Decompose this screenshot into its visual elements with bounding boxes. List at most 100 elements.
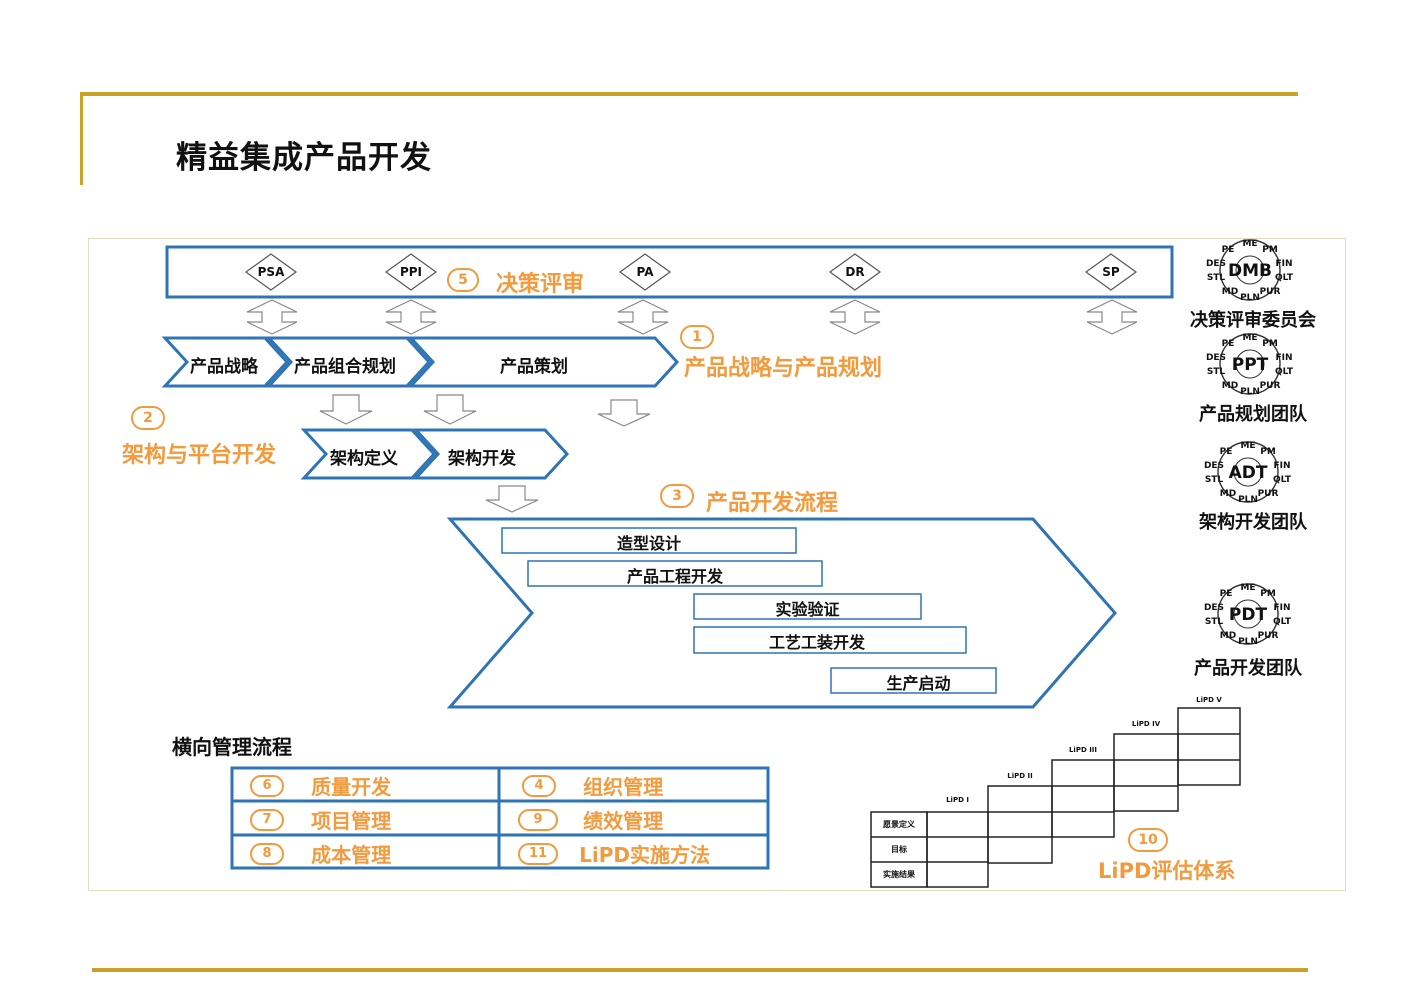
svg-text:FIN: FIN — [1273, 461, 1290, 471]
chevron-label-product-strategy: 产品战略 — [190, 357, 258, 377]
lipd-badge: 10 — [1128, 828, 1168, 852]
svg-text:DES: DES — [1204, 603, 1224, 613]
item-number: 7 — [250, 808, 284, 831]
svg-text:PUR: PUR — [1260, 381, 1281, 391]
svg-text:STL: STL — [1207, 273, 1226, 283]
team-label-pdt: 产品开发团队 — [1194, 658, 1302, 679]
svg-text:STL: STL — [1205, 617, 1224, 627]
svg-text:PUR: PUR — [1260, 287, 1281, 297]
gate-label-sp: SP — [1102, 265, 1120, 279]
lipd-staircase — [870, 707, 1241, 888]
development-badge: 3 — [660, 484, 694, 508]
item-label: 成本管理 — [311, 843, 392, 867]
svg-text:MD: MD — [1220, 631, 1236, 641]
svg-text:PE: PE — [1222, 339, 1235, 349]
task-boxes — [501, 527, 997, 694]
svg-text:ME: ME — [1240, 583, 1255, 593]
task-styling-design: 造型设计 — [616, 534, 681, 553]
item-number: 6 — [250, 774, 284, 797]
diagram-border — [88, 238, 1346, 891]
svg-text:PM: PM — [1262, 339, 1278, 349]
svg-text:QLT: QLT — [1273, 475, 1292, 485]
gate-label-dr: DR — [845, 265, 865, 279]
table-cell-quality: 6 质量开发 — [250, 771, 391, 800]
table-cell-performance: 9 绩效管理 — [518, 805, 663, 834]
svg-text:PLN: PLN — [1238, 637, 1258, 646]
team-abbr-dmb: DMB — [1228, 261, 1272, 281]
horizontal-title: 横向管理流程 — [172, 735, 292, 759]
task-process-tooling: 工艺工装开发 — [768, 633, 865, 652]
svg-text:PM: PM — [1260, 589, 1276, 599]
gate-label-pa: PA — [636, 265, 654, 279]
svg-text:PLN: PLN — [1240, 387, 1260, 396]
table-cell-lipd-method: 11 LiPD实施方法 — [518, 839, 710, 868]
svg-text:DES: DES — [1204, 461, 1224, 471]
chevron-label-architecture-definition: 架构定义 — [330, 449, 398, 469]
item-label: 质量开发 — [311, 775, 392, 799]
item-number: 8 — [250, 842, 284, 865]
svg-text:FIN: FIN — [1275, 353, 1292, 363]
gate-diamond-psa — [244, 253, 298, 291]
gate-label-ppi: PPI — [399, 265, 423, 279]
svg-text:QLT: QLT — [1275, 367, 1294, 377]
item-number: 4 — [522, 774, 556, 797]
team-label-dmb: 决策评审委员会 — [1190, 310, 1316, 331]
svg-text:FIN: FIN — [1273, 603, 1290, 613]
strategy-chevrons — [161, 336, 680, 388]
chevron-label-architecture-development: 架构开发 — [448, 449, 516, 469]
team-abbr-adt: ADT — [1229, 463, 1268, 483]
footer-rule — [92, 968, 1308, 972]
team-abbr-ppt: PPT — [1232, 355, 1269, 375]
svg-text:ME: ME — [1240, 441, 1255, 451]
header-side-rule — [80, 92, 83, 185]
svg-text:MD: MD — [1222, 287, 1238, 297]
item-label: 组织管理 — [583, 775, 664, 799]
svg-text:PE: PE — [1220, 447, 1233, 457]
svg-text:DES: DES — [1206, 259, 1226, 269]
item-label: 项目管理 — [311, 809, 392, 833]
lipd-level-label: LiPD III — [1068, 746, 1098, 754]
gate-diamond-sp — [1084, 253, 1138, 291]
lipd-row-label: 目标 — [891, 845, 907, 854]
strategy-badge: 1 — [680, 325, 714, 349]
svg-text:ME: ME — [1242, 239, 1257, 249]
decision-review-label: 决策评审 — [496, 272, 585, 297]
svg-text:PE: PE — [1222, 245, 1235, 255]
lipd-row-label: 实施结果 — [883, 870, 915, 879]
task-test-validation: 实验验证 — [775, 600, 840, 619]
svg-text:PLN: PLN — [1240, 293, 1260, 302]
lipd-level-label: LiPD I — [946, 796, 969, 804]
development-label: 产品开发流程 — [706, 491, 839, 516]
svg-text:PLN: PLN — [1238, 495, 1258, 504]
gate-diamond-ppi — [384, 253, 438, 291]
task-product-engineering: 产品工程开发 — [626, 567, 723, 586]
gate-label-psa: PSA — [257, 265, 285, 279]
horizontal-table — [230, 766, 770, 870]
architecture-label: 架构与平台开发 — [122, 443, 277, 468]
page-title: 精益集成产品开发 — [176, 140, 432, 176]
lipd-row-label: 愿景定义 — [883, 820, 915, 829]
architecture-badge: 2 — [131, 406, 165, 430]
strategy-label: 产品战略与产品规划 — [684, 356, 883, 381]
lipd-label: LiPD评估体系 — [1098, 859, 1236, 883]
item-label: 绩效管理 — [583, 809, 664, 833]
decision-review-badge: 5 — [447, 268, 479, 292]
item-number: 11 — [518, 842, 558, 865]
item-number: 9 — [518, 808, 558, 831]
gate-diamond-pa — [618, 253, 672, 291]
team-label-adt: 架构开发团队 — [1199, 512, 1307, 533]
chevron-label-product-planning: 产品策划 — [500, 357, 568, 377]
svg-text:MD: MD — [1220, 489, 1236, 499]
svg-text:PM: PM — [1262, 245, 1278, 255]
svg-text:DES: DES — [1206, 353, 1226, 363]
task-production-launch: 生产启动 — [886, 674, 951, 693]
team-label-ppt: 产品规划团队 — [1199, 404, 1307, 425]
team-abbr-pdt: PDT — [1229, 605, 1268, 625]
svg-text:STL: STL — [1207, 367, 1226, 377]
svg-text:PUR: PUR — [1258, 489, 1279, 499]
table-cell-organization: 4 组织管理 — [522, 771, 663, 800]
